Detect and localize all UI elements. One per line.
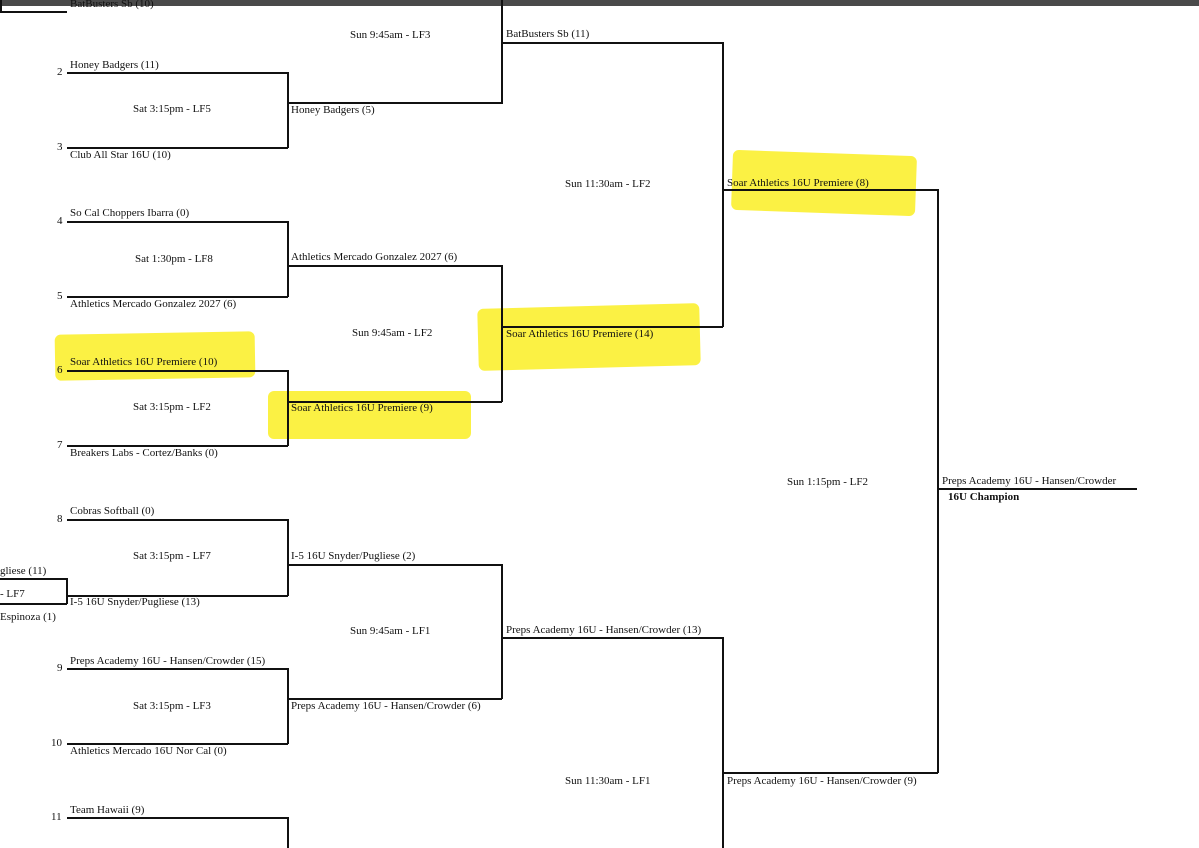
line-r3-low	[501, 637, 723, 639]
winner-r2-top: BatBusters Sb (11)	[506, 28, 590, 40]
seed-8: 8	[57, 513, 63, 525]
window-top-bar	[0, 0, 1199, 6]
line-seed8	[67, 519, 288, 521]
game-final: Sun 1:15pm - LF2	[787, 476, 868, 488]
team-cut-b: Espinoza (1)	[0, 611, 56, 623]
winner-r1-9v10: Preps Academy 16U - Hansen/Crowder (6)	[291, 700, 481, 712]
winner-r2-mid: Soar Athletics 16U Premiere (14)	[506, 328, 654, 340]
line-top-cut-v	[0, 0, 2, 12]
line-seed10	[67, 743, 288, 745]
line-g45	[287, 221, 289, 297]
team-seed6: Soar Athletics 16U Premiere (10)	[70, 356, 218, 368]
game-cut: - LF7	[0, 588, 25, 600]
line-r3-upper	[722, 42, 724, 327]
team-seed3: Club All Star 16U (10)	[70, 149, 171, 161]
team-seed9: Preps Academy 16U - Hansen/Crowder (15)	[70, 655, 266, 667]
line-final-v	[937, 189, 939, 773]
winner-r1-4v5: Athletics Mercado Gonzalez 2027 (6)	[291, 251, 458, 263]
game-r3-upper: Sun 11:30am - LF2	[565, 178, 651, 190]
line-seed11	[67, 817, 288, 819]
team-seed11: Team Hawaii (9)	[70, 804, 145, 816]
line-seed4	[67, 221, 288, 223]
team-seed2: Honey Badgers (11)	[70, 59, 159, 71]
champion-team: Preps Academy 16U - Hansen/Crowder	[942, 475, 1117, 487]
winner-r3-lower: Preps Academy 16U - Hansen/Crowder (9)	[727, 775, 917, 787]
game-r1-2v3: Sat 3:15pm - LF5	[133, 103, 211, 115]
line-r3-mid	[501, 326, 723, 328]
line-r4-lower	[722, 772, 938, 774]
winner-r1-2v3: Honey Badgers (5)	[291, 104, 375, 116]
line-seed7	[67, 445, 288, 447]
line-g23	[287, 72, 289, 148]
winner-r1-8: I-5 16U Snyder/Pugliese (2)	[291, 550, 416, 562]
seed-6: 6	[57, 364, 63, 376]
line-w23	[287, 102, 502, 104]
line-cut-a	[0, 578, 67, 580]
line-seed5	[67, 296, 288, 298]
seed-11: 11	[51, 811, 62, 823]
line-w8	[287, 564, 502, 566]
line-g8	[287, 519, 289, 596]
line-r2-top	[501, 0, 503, 104]
team-seed8: Cobras Softball (0)	[70, 505, 155, 517]
winner-r1-6v7: Soar Athletics 16U Premiere (9)	[291, 402, 433, 414]
game-r1-6v7: Sat 3:15pm - LF2	[133, 401, 211, 413]
line-seed9	[67, 668, 288, 670]
team-cut-a: gliese (11)	[0, 565, 47, 577]
team-seed8b: I-5 16U Snyder/Pugliese (13)	[70, 596, 200, 608]
seed-4: 4	[57, 215, 63, 227]
line-cut-b	[0, 603, 67, 605]
highlight-soar-r2	[268, 391, 471, 439]
seed-3: 3	[57, 141, 63, 153]
line-w45	[287, 265, 502, 267]
winner-r2-low: Preps Academy 16U - Hansen/Crowder (13)	[506, 624, 702, 636]
line-r4-upper	[722, 189, 938, 191]
winner-r3-upper: Soar Athletics 16U Premiere (8)	[727, 177, 869, 189]
game-r1-8: Sat 3:15pm - LF7	[133, 550, 211, 562]
game-r1-4v5: Sat 1:30pm - LF8	[135, 253, 213, 265]
line-r2-low	[501, 564, 503, 699]
seed-9: 9	[57, 662, 63, 674]
game-r3-lower: Sun 11:30am - LF1	[565, 775, 651, 787]
team-seed4: So Cal Choppers Ibarra (0)	[70, 207, 190, 219]
line-top-cut	[0, 11, 67, 13]
game-r2-mid: Sun 9:45am - LF2	[352, 327, 433, 339]
game-r2-top: Sun 9:45am - LF3	[350, 29, 431, 41]
seed-7: 7	[57, 439, 63, 451]
line-seed3	[67, 147, 288, 149]
line-seed6	[67, 370, 288, 372]
line-cut-v	[66, 578, 68, 604]
line-champion	[937, 488, 1137, 490]
team-top-cut: BatBusters Sb (10)	[70, 0, 154, 10]
team-seed7: Breakers Labs - Cortez/Banks (0)	[70, 447, 218, 459]
game-r2-low: Sun 9:45am - LF1	[350, 625, 431, 637]
seed-10: 10	[51, 737, 62, 749]
team-seed10: Athletics Mercado 16U Nor Cal (0)	[70, 745, 227, 757]
line-g11	[287, 817, 289, 848]
line-r3-top	[501, 42, 723, 44]
line-seed8b	[67, 595, 288, 597]
game-r1-9v10: Sat 3:15pm - LF3	[133, 700, 211, 712]
seed-2: 2	[57, 66, 63, 78]
line-w67	[287, 401, 502, 403]
line-r2-mid	[501, 265, 503, 402]
champion-label: 16U Champion	[948, 491, 1020, 503]
line-r3-lower	[722, 637, 724, 848]
line-g67	[287, 370, 289, 446]
seed-5: 5	[57, 290, 63, 302]
team-seed5: Athletics Mercado Gonzalez 2027 (6)	[70, 298, 237, 310]
line-w910	[287, 698, 502, 700]
line-seed2	[67, 72, 288, 74]
line-g910	[287, 668, 289, 744]
